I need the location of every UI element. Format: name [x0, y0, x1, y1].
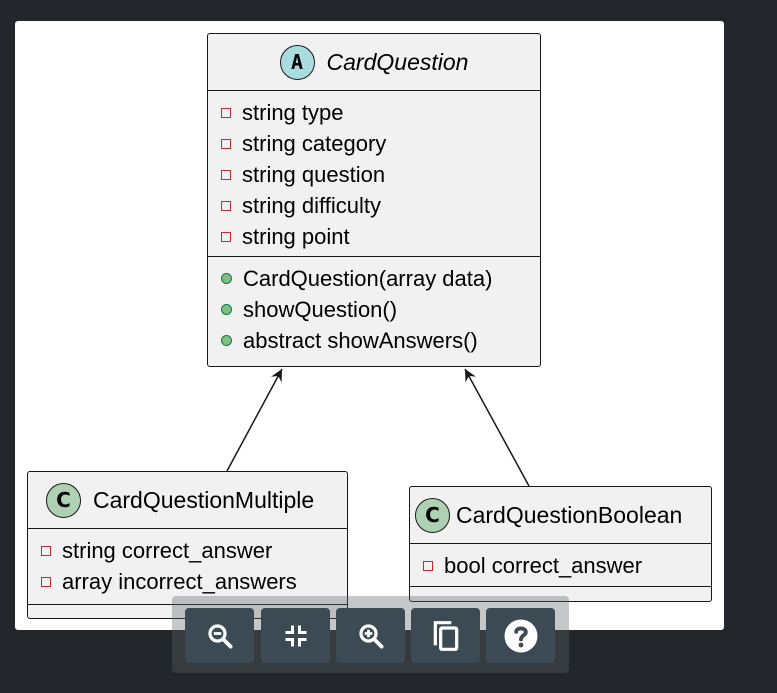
method-label: CardQuestion(array data) [243, 265, 493, 291]
copy-button[interactable] [411, 608, 480, 663]
field: string correct_answer [28, 535, 347, 566]
public-visibility-icon [221, 273, 232, 284]
private-visibility-icon [221, 107, 231, 118]
field-label: array incorrect_answers [62, 568, 297, 594]
zoom-in-icon [358, 623, 383, 648]
method: showQuestion() [208, 294, 540, 325]
inheritance-arrows [226, 368, 530, 487]
private-visibility-icon [41, 545, 51, 556]
abstract-class-badge-icon: A [279, 44, 315, 80]
field: bool correct_answer [410, 550, 711, 581]
fit-to-screen-button[interactable] [261, 608, 330, 663]
field: string category [208, 128, 540, 159]
help-icon [504, 619, 537, 652]
methods-section: CardQuestion(array data) showQuestion() … [208, 257, 540, 360]
zoom-out-icon [207, 623, 232, 648]
field: string difficulty [208, 190, 540, 221]
copy-icon [433, 620, 458, 651]
help-button[interactable] [486, 608, 555, 663]
field-label: string question [242, 161, 386, 187]
class-header: C CardQuestionMultiple [28, 472, 347, 529]
field: array incorrect_answers [28, 566, 347, 597]
arrow-boolean-to-cardquestion [464, 368, 530, 487]
field-label: string correct_answer [62, 537, 273, 563]
arrow-multiple-to-cardquestion [226, 368, 283, 472]
class-badge-icon: C [415, 497, 450, 533]
field-label: string point [242, 223, 350, 249]
field: string point [208, 221, 540, 252]
zoom-in-button[interactable] [336, 608, 405, 663]
class-cardquestionmultiple[interactable]: C CardQuestionMultiple string correct_an… [27, 471, 348, 619]
fields-section: string correct_answer array incorrect_an… [28, 529, 347, 605]
public-visibility-icon [221, 304, 232, 315]
method: CardQuestion(array data) [208, 263, 540, 294]
class-name: CardQuestion [326, 48, 469, 75]
field: string type [208, 97, 540, 128]
class-header: C CardQuestionBoolean [410, 487, 711, 544]
field-label: string category [242, 130, 387, 156]
private-visibility-icon [221, 231, 231, 242]
private-visibility-icon [423, 560, 433, 571]
field-label: string difficulty [242, 192, 381, 218]
method: abstract showAnswers() [208, 325, 540, 356]
method-label: abstract showAnswers() [243, 327, 478, 353]
private-visibility-icon [221, 169, 231, 180]
diagram-canvas[interactable]: A CardQuestion string type string catego… [15, 21, 724, 630]
class-badge-icon: C [46, 482, 81, 518]
field-label: bool correct_answer [444, 552, 643, 578]
fields-section: string type string category string quest… [208, 91, 540, 257]
class-name: CardQuestionBoolean [456, 501, 683, 528]
private-visibility-icon [221, 200, 231, 211]
class-name: CardQuestionMultiple [93, 486, 315, 513]
class-cardquestionboolean[interactable]: C CardQuestionBoolean bool correct_answe… [409, 486, 712, 602]
class-header: A CardQuestion [208, 34, 540, 91]
public-visibility-icon [221, 335, 232, 346]
private-visibility-icon [221, 138, 231, 149]
private-visibility-icon [41, 576, 51, 587]
field-label: string type [242, 99, 344, 125]
field: string question [208, 159, 540, 190]
method-label: showQuestion() [243, 296, 398, 322]
zoom-out-button[interactable] [185, 608, 254, 663]
fields-section: bool correct_answer [410, 544, 711, 587]
fit-to-screen-icon [285, 625, 306, 646]
zoom-toolbar [172, 596, 569, 673]
class-cardquestion[interactable]: A CardQuestion string type string catego… [207, 33, 541, 367]
